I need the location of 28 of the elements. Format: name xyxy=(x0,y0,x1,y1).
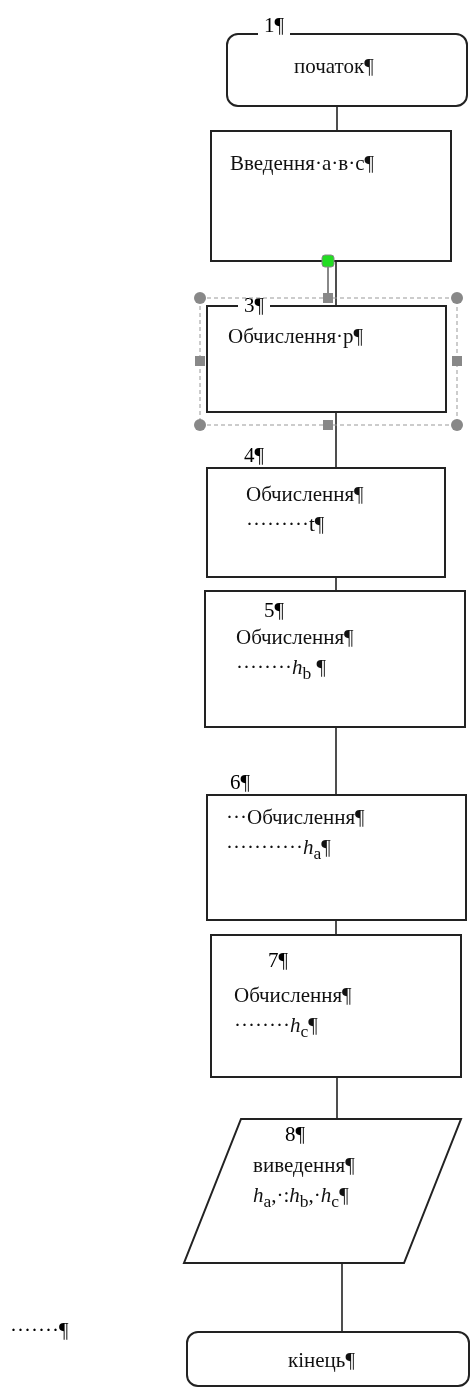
connector-line xyxy=(341,1263,343,1332)
node-text: початок¶ xyxy=(294,53,374,80)
connector-line xyxy=(335,412,337,468)
connector-line xyxy=(335,577,337,591)
process-box xyxy=(210,934,462,1078)
formatting-marks: ·······¶ xyxy=(10,1318,69,1343)
terminator-box xyxy=(186,1331,470,1387)
node-text: ···········h$_{a}$¶ xyxy=(226,834,331,866)
node-text: Обчислення¶ xyxy=(246,481,364,508)
node-text: ·········t¶ xyxy=(246,511,325,538)
process-box xyxy=(204,590,466,728)
connector-line xyxy=(335,727,337,795)
node-text: ···Обчислення¶ xyxy=(226,804,365,831)
node-text: Обчислення¶ xyxy=(234,982,352,1009)
connector-line xyxy=(335,261,337,306)
node-text: ········h$_{c}$¶ xyxy=(234,1012,318,1044)
node-text: кінець¶ xyxy=(288,1347,355,1374)
connector-line xyxy=(335,920,337,935)
connector-line xyxy=(336,1077,338,1119)
node-text: Обчислення·p¶ xyxy=(228,323,364,350)
node-text: Введення·a·в·c¶ xyxy=(230,150,375,177)
io-parallelogram xyxy=(183,1118,462,1264)
node-text: Обчислення¶ xyxy=(236,624,354,651)
node-text: ········h$_{b}$ ¶ xyxy=(236,654,326,686)
node-text: виведення¶ xyxy=(253,1152,355,1179)
process-box xyxy=(210,130,452,262)
node-text: h$_{a}$,·:h$_{b}$,·h$_{c}$¶ xyxy=(253,1182,349,1214)
connector-line xyxy=(336,106,338,131)
